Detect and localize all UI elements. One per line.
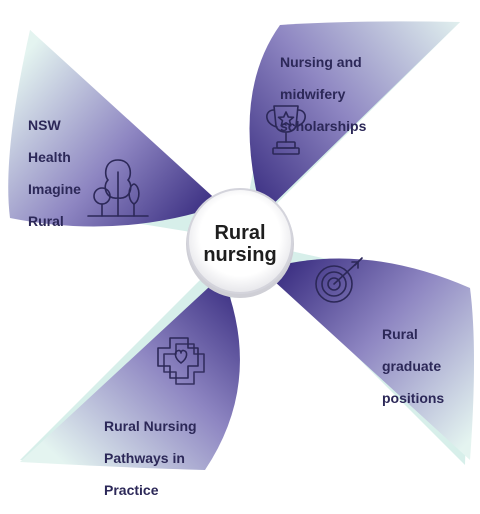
pinwheel-diagram — [8, 21, 474, 470]
label-line: scholarships — [280, 118, 367, 134]
label-line: Rural — [28, 213, 64, 229]
label-line: Practice — [104, 482, 159, 498]
blade-tr — [249, 21, 460, 215]
hub-label: Rural nursing — [190, 194, 290, 294]
label-line: NSW — [28, 117, 61, 133]
blade-bl — [20, 275, 240, 470]
blade-label-scholarships: Nursing and midwifery scholarships — [280, 38, 366, 150]
label-line: Rural Nursing — [104, 418, 197, 434]
label-line: Rural — [382, 326, 418, 342]
label-line: Nursing and — [280, 54, 362, 70]
hub-circle — [187, 188, 293, 294]
hub-label-line-2: nursing — [203, 244, 277, 266]
trophy-star-icon — [266, 105, 306, 155]
label-line: midwifery — [280, 86, 346, 102]
label-line: Health — [28, 149, 71, 165]
medical-cross-heart-icon — [157, 337, 205, 385]
blade-br — [262, 258, 474, 460]
blade-tl — [8, 30, 222, 227]
hub-label-line-1: Rural — [214, 222, 266, 244]
label-line: Imagine — [28, 181, 81, 197]
label-line: positions — [382, 390, 445, 406]
blade-label-pathways-in-practice: Rural Nursing Pathways in Practice — [104, 402, 197, 514]
trees-icon — [87, 159, 149, 217]
blade-label-graduate-positions: Rural graduate positions — [382, 310, 444, 422]
label-line: graduate — [382, 358, 442, 374]
label-line: Pathways in — [104, 450, 185, 466]
target-arrow-icon — [315, 257, 363, 303]
blade-label-nsw-health-imagine-rural: NSW Health Imagine Rural — [28, 101, 81, 245]
